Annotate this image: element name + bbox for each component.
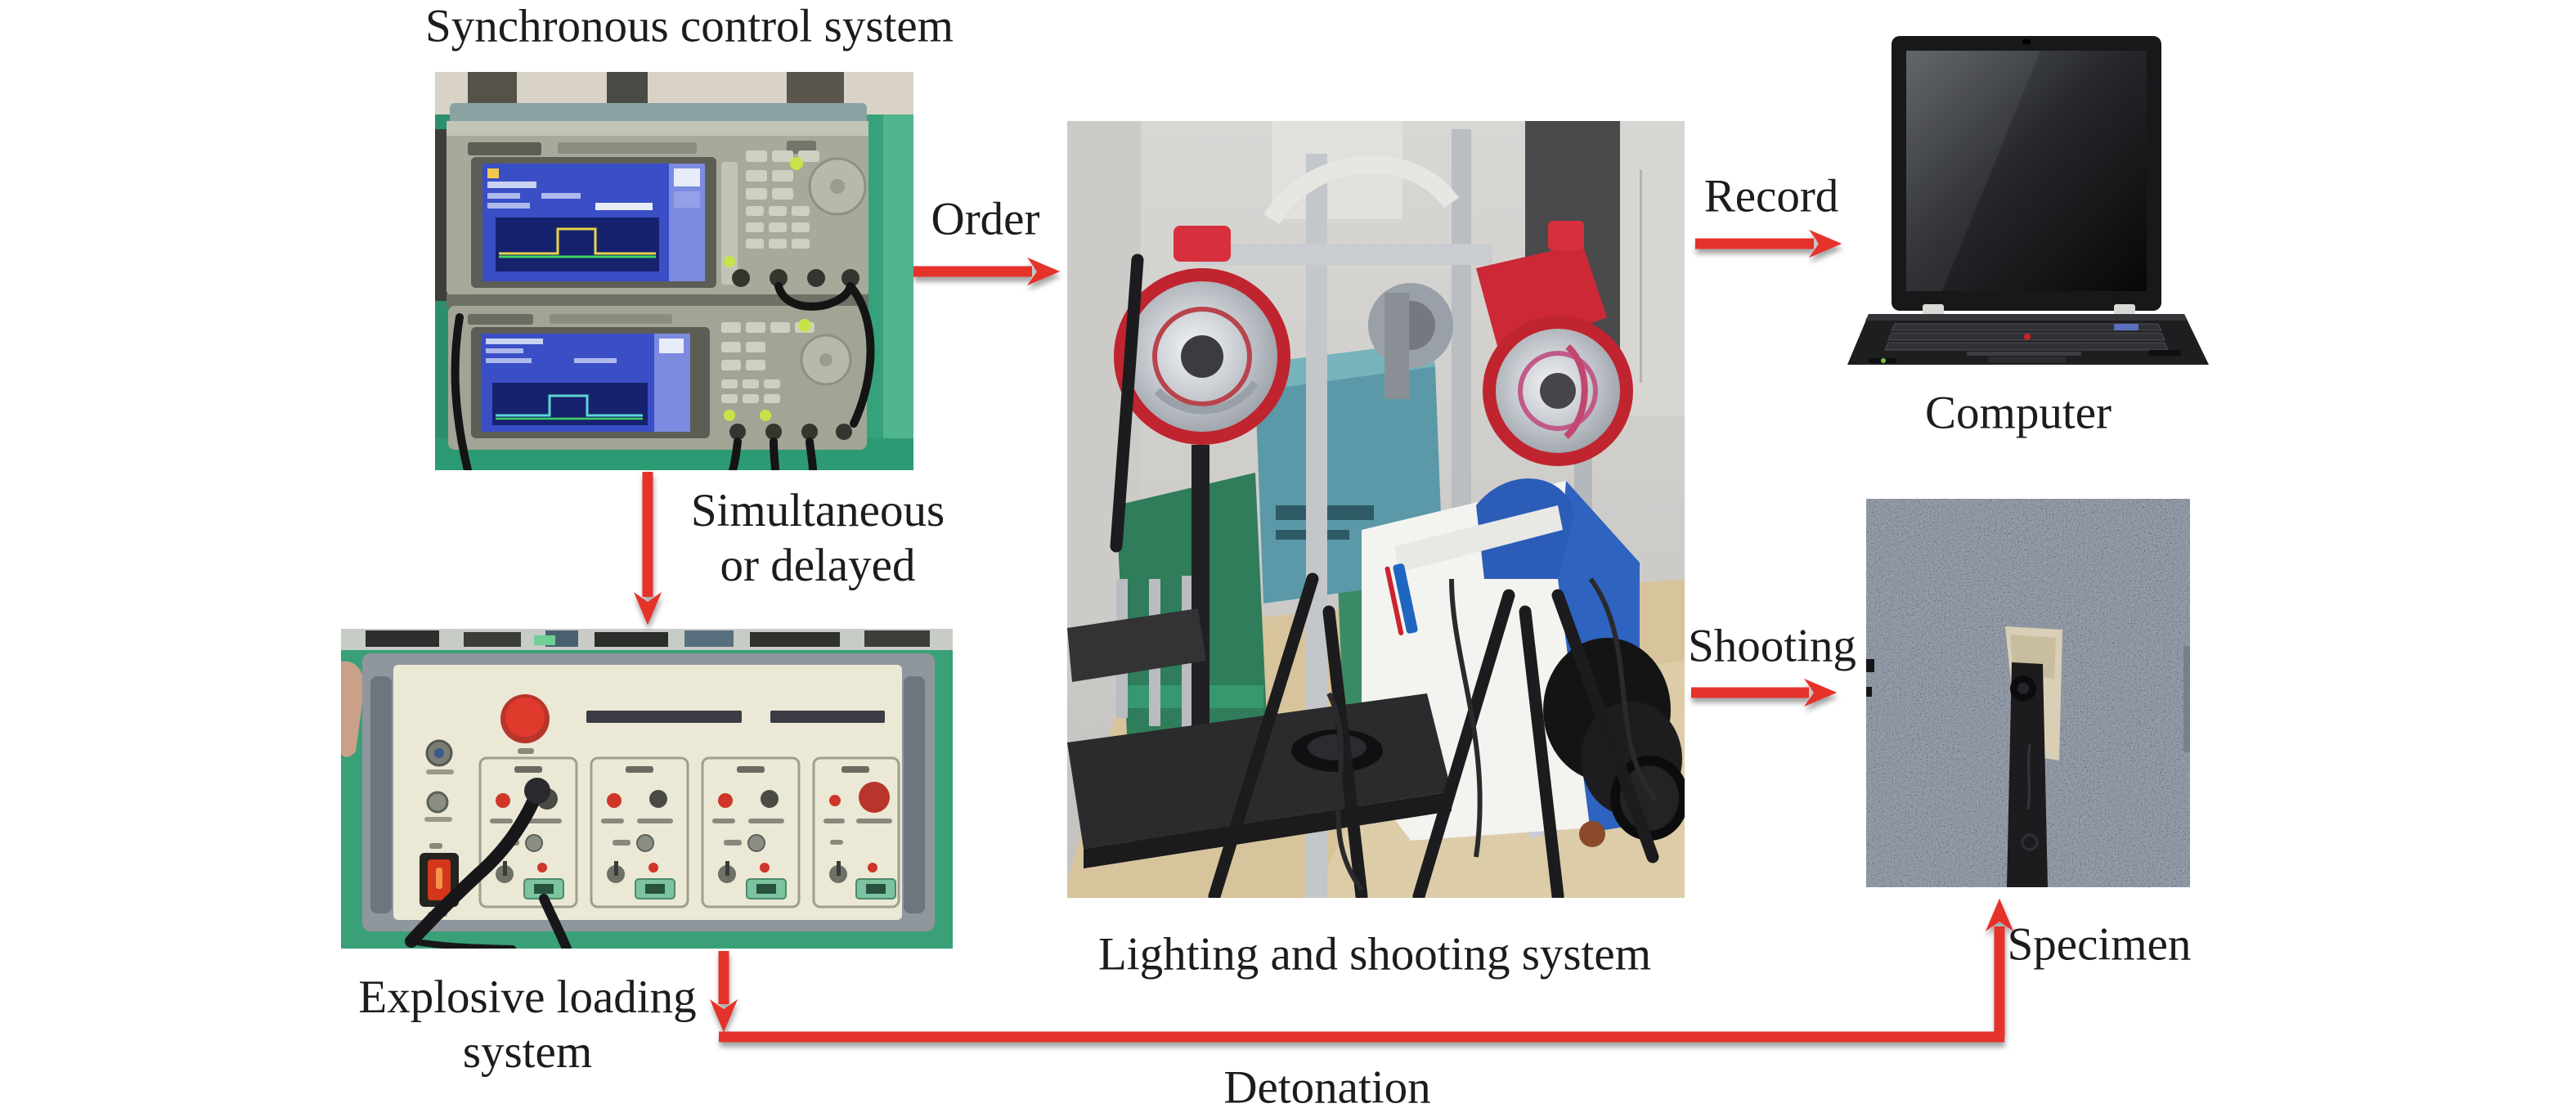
camera-logo bbox=[1384, 563, 1418, 636]
pulse-amplifier-box bbox=[362, 653, 935, 931]
label-detonation: Detonation bbox=[1223, 1061, 1431, 1114]
figure-title: Synchronous control system bbox=[425, 0, 954, 52]
photo-synchronous-control-system bbox=[435, 72, 913, 470]
signal-generator-top bbox=[447, 103, 868, 297]
flash-lamp-left bbox=[1114, 226, 1290, 747]
label-order: Order bbox=[931, 193, 1040, 245]
touchpad bbox=[1988, 357, 2067, 363]
detonate-knob bbox=[859, 782, 890, 813]
label-simultaneous-or-delayed: Simultaneous or delayed bbox=[691, 483, 945, 594]
laptop bbox=[1847, 36, 2209, 365]
cables bbox=[1326, 577, 1658, 891]
label-record: Record bbox=[1703, 170, 1839, 222]
photo-computer-laptop bbox=[1844, 33, 2212, 376]
caption-computer: Computer bbox=[1925, 387, 2112, 439]
tripod-legs bbox=[1110, 253, 1659, 898]
label-shooting: Shooting bbox=[1688, 620, 1856, 672]
channel-panels bbox=[478, 756, 900, 908]
nameplate-text bbox=[586, 711, 885, 723]
bnc-connectors bbox=[724, 256, 859, 287]
led-indicator bbox=[790, 157, 803, 170]
caption-explosive-loading-system: Explosive loading system bbox=[358, 970, 696, 1080]
specimen-bar bbox=[2007, 662, 2048, 887]
signal-generator-bottom bbox=[448, 306, 867, 450]
detonator-cables bbox=[405, 786, 572, 949]
caption-explosive-line2: system bbox=[462, 1026, 593, 1078]
caption-explosive-line1: Explosive loading bbox=[358, 971, 697, 1023]
label-simultaneous-line2: or delayed bbox=[720, 540, 916, 591]
photo-specimen bbox=[1866, 499, 2190, 887]
caption-specimen: Specimen bbox=[2007, 918, 2192, 971]
signal-cables bbox=[451, 282, 875, 470]
caption-lighting-shooting-system: Lighting and shooting system bbox=[1097, 928, 1652, 980]
laptop-screen bbox=[1906, 51, 2147, 291]
hand bbox=[341, 661, 365, 757]
label-simultaneous-line1: Simultaneous bbox=[690, 484, 945, 536]
flash-lamp-right bbox=[1476, 221, 1633, 466]
photo-explosive-loading-system bbox=[341, 629, 953, 949]
photo-lighting-shooting-system bbox=[1067, 121, 1685, 898]
signal-generator-screen bbox=[482, 164, 705, 281]
trackpoint bbox=[2024, 334, 2031, 340]
